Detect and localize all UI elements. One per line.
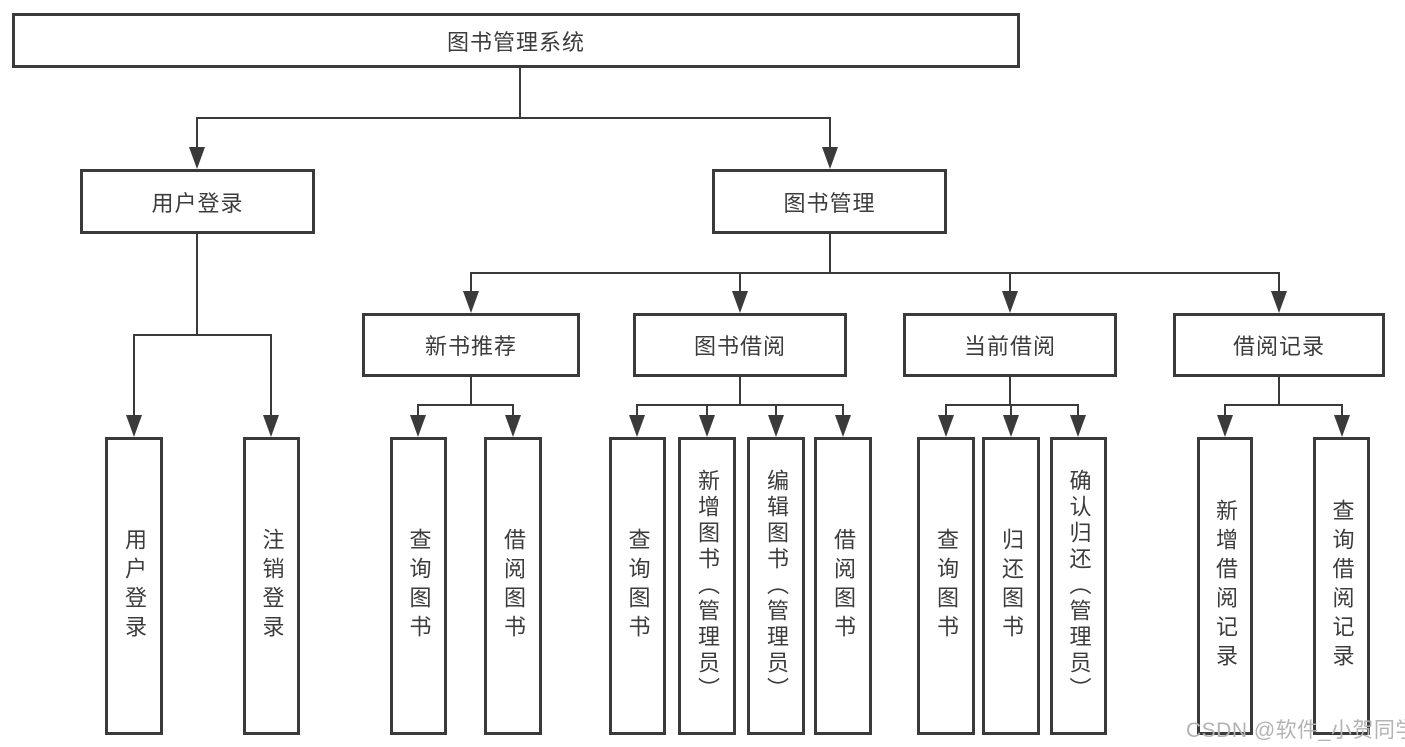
- connector-recommend-horizontal: [417, 404, 514, 406]
- arrow-down-icon: [189, 147, 205, 169]
- leaf-label: 查询图书: [625, 528, 651, 644]
- connector-to-cb-return: [1010, 404, 1012, 417]
- connector-level1-horizontal: [196, 117, 831, 119]
- connector-level3-horizontal: [470, 272, 1280, 274]
- node-borrow-record: 借阅记录: [1173, 313, 1385, 377]
- arrow-down-icon: [463, 291, 479, 313]
- leaf-label: 新增图书（管理员）: [695, 469, 720, 703]
- connector-user-login-horizontal: [133, 334, 272, 336]
- connector-to-bb-add: [706, 404, 708, 417]
- connector-recommend-stem: [470, 377, 472, 406]
- arrow-down-icon: [699, 415, 715, 437]
- node-book-management: 图书管理: [712, 169, 947, 234]
- connector-to-br-query: [1341, 404, 1343, 417]
- arrow-down-icon: [938, 415, 954, 437]
- node-leaf-query-borrow-record: 查询借阅记录: [1313, 437, 1370, 735]
- leaf-label: 新增借阅记录: [1213, 499, 1238, 673]
- leaf-label: 查询图书: [406, 528, 432, 644]
- node-current-borrow: 当前借阅: [903, 313, 1117, 377]
- node-leaf-logout-login: 注销登录: [243, 437, 300, 735]
- connector-to-new-book-recommend: [470, 272, 472, 293]
- connector-to-recommend-query: [417, 404, 419, 417]
- connector-user-login-stem: [196, 234, 198, 336]
- arrow-down-icon: [822, 147, 838, 169]
- arrow-down-icon: [410, 415, 426, 437]
- arrow-down-icon: [1003, 415, 1019, 437]
- connector-to-bb-query: [636, 404, 638, 417]
- node-book-borrow: 图书借阅: [633, 313, 847, 377]
- arrow-down-icon: [732, 291, 748, 313]
- node-leaf-current-query-book: 查询图书: [917, 437, 975, 735]
- leaf-label: 查询图书: [934, 528, 959, 644]
- csdn-watermark: CSDN @软件_小贺同学: [1186, 719, 1405, 742]
- arrow-down-icon: [835, 415, 851, 437]
- arrow-down-icon: [629, 415, 645, 437]
- node-user-login: 用户登录: [80, 169, 315, 234]
- connector-to-bb-borrow: [842, 404, 844, 417]
- arrow-down-icon: [768, 415, 784, 437]
- node-leaf-edit-book-admin: 编辑图书（管理员）: [747, 437, 805, 735]
- leaf-label: 编辑图书（管理员）: [764, 469, 789, 703]
- arrow-down-icon: [1002, 291, 1018, 313]
- leaf-label: 借阅图书: [501, 528, 526, 644]
- arrow-down-icon: [505, 415, 521, 437]
- leaf-label: 借阅图书: [831, 528, 856, 644]
- connector-to-bb-edit: [775, 404, 777, 417]
- connector-book-borrow-horizontal: [636, 404, 844, 406]
- node-library-management-system: 图书管理系统: [12, 13, 1020, 68]
- connector-to-leaf-user-login: [133, 334, 135, 417]
- connector-current-borrow-horizontal: [945, 404, 1079, 406]
- node-leaf-add-borrow-record: 新增借阅记录: [1197, 437, 1253, 735]
- arrow-down-icon: [126, 415, 142, 437]
- node-leaf-borrow-borrow-book: 借阅图书: [814, 437, 872, 735]
- connector-to-book-borrow: [739, 272, 741, 293]
- arrow-down-icon: [1271, 291, 1287, 313]
- connector-root-stem: [519, 68, 521, 118]
- leaf-label: 确认归还（管理员）: [1066, 469, 1092, 703]
- connector-to-cb-confirm: [1077, 404, 1079, 417]
- connector-borrow-record-stem: [1278, 377, 1280, 406]
- node-leaf-borrow-query-book: 查询图书: [609, 437, 666, 735]
- connector-to-leaf-logout-login: [270, 334, 272, 417]
- connector-borrow-record-horizontal: [1224, 404, 1343, 406]
- arrow-down-icon: [263, 415, 279, 437]
- connector-to-borrow-record: [1278, 272, 1280, 293]
- connector-to-br-add: [1224, 404, 1226, 417]
- connector-to-cb-query: [945, 404, 947, 417]
- node-leaf-recommend-query-book: 查询图书: [390, 437, 447, 735]
- leaf-label: 归还图书: [999, 528, 1024, 644]
- connector-current-borrow-stem: [1009, 377, 1011, 406]
- node-leaf-return-book: 归还图书: [982, 437, 1040, 735]
- leaf-label: 查询借阅记录: [1329, 499, 1355, 673]
- node-leaf-confirm-return-admin: 确认归还（管理员）: [1050, 437, 1107, 735]
- node-leaf-recommend-borrow-book: 借阅图书: [484, 437, 542, 735]
- connector-book-borrow-stem: [739, 377, 741, 406]
- node-leaf-add-book-admin: 新增图书（管理员）: [678, 437, 736, 735]
- leaf-label: 用户登录: [122, 528, 147, 644]
- connector-to-current-borrow: [1009, 272, 1011, 293]
- connector-to-user-login: [196, 117, 198, 149]
- connector-book-management-stem: [829, 234, 831, 274]
- connector-to-recommend-borrow: [512, 404, 514, 417]
- arrow-down-icon: [1217, 415, 1233, 437]
- arrow-down-icon: [1334, 415, 1350, 437]
- connector-to-book-management: [829, 117, 831, 149]
- node-new-book-recommend: 新书推荐: [362, 313, 580, 377]
- node-leaf-user-login: 用户登录: [105, 437, 163, 735]
- arrow-down-icon: [1070, 415, 1086, 437]
- leaf-label: 注销登录: [259, 528, 285, 644]
